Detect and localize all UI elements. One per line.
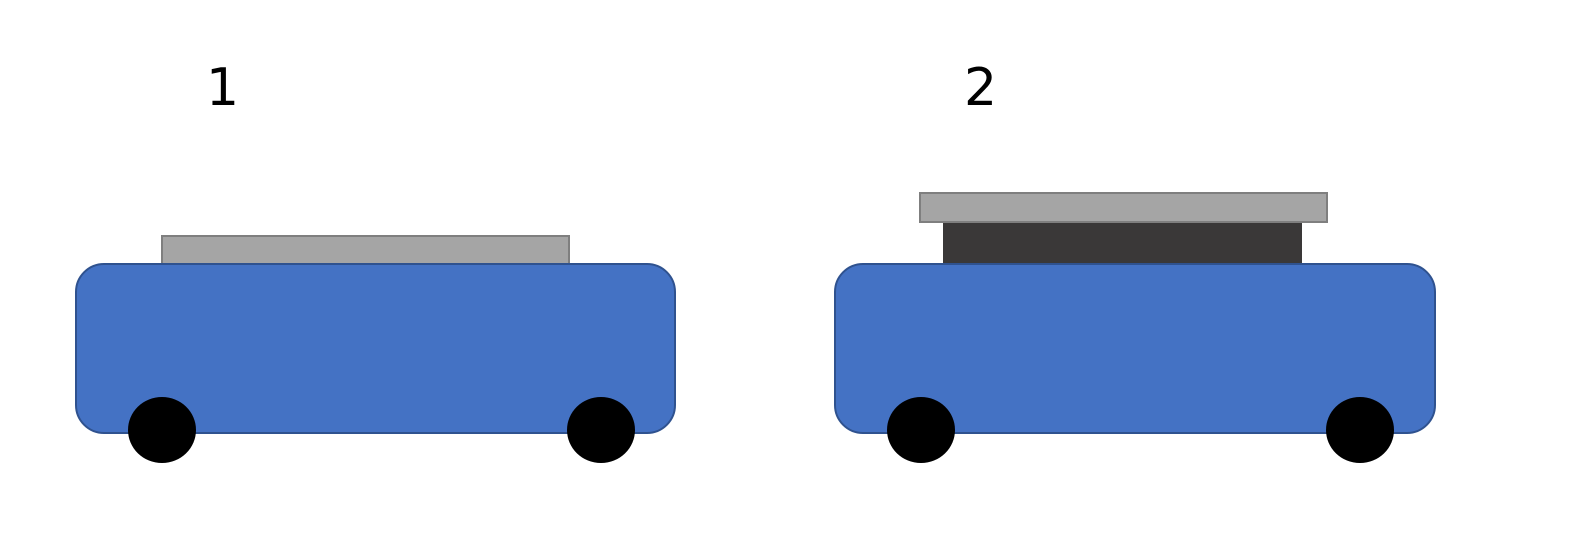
cart-2-riser-block — [943, 220, 1302, 266]
cart-2-wheel-left — [887, 397, 955, 463]
cart-2 — [834, 192, 1436, 463]
cart-2-plate — [919, 192, 1328, 223]
cart-1-body — [75, 263, 676, 434]
cart-1-wheel-right — [567, 397, 635, 463]
cart-1 — [75, 235, 676, 463]
cart-1-wheel-left — [128, 397, 196, 463]
cart-2-body — [834, 263, 1436, 434]
panel-1-label: 1 — [206, 58, 240, 118]
panel-2-label: 2 — [964, 58, 998, 118]
cart-2-wheel-right — [1326, 397, 1394, 463]
cart-1-plate — [161, 235, 570, 267]
